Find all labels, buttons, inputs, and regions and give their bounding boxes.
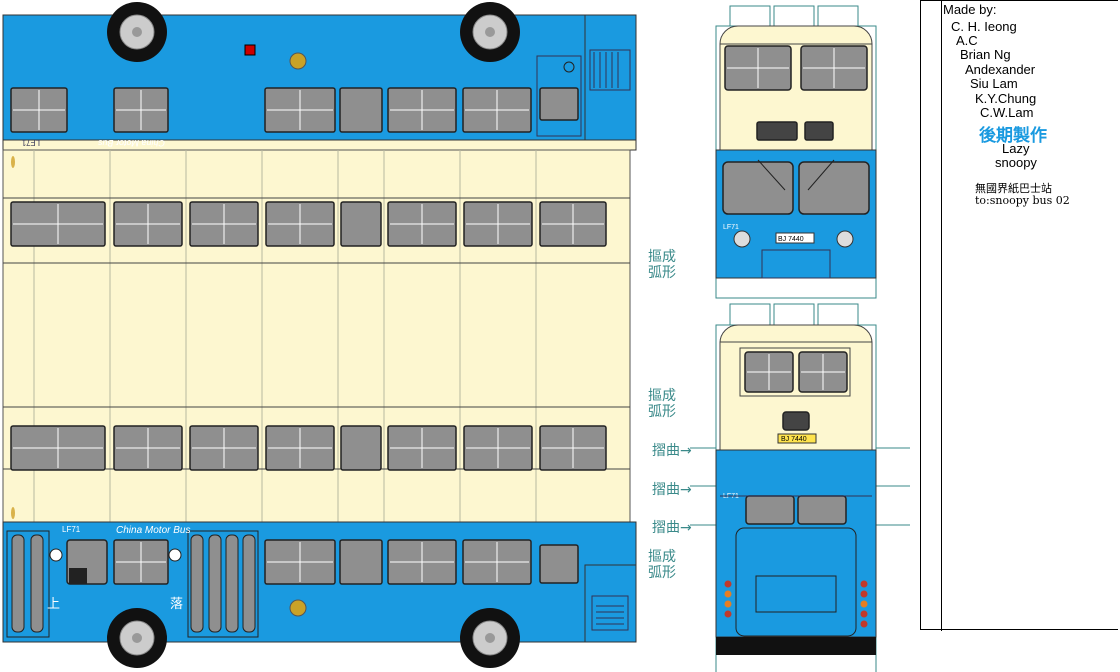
credit-name: C. H. Ieong — [951, 19, 1017, 34]
roof-panel — [2, 149, 631, 523]
credit-name: A.C — [956, 33, 978, 48]
bend-instruction-3: 摳成 弧形 — [648, 549, 676, 581]
company-name-upper: China Motor Bus — [97, 138, 165, 148]
upper-side-panel: LF71 China Motor Bus — [2, 2, 637, 151]
fold-instruction-3: 摺曲→ — [652, 520, 692, 536]
wheel-icon — [107, 2, 520, 62]
credit-later-name: snoopy — [995, 155, 1037, 170]
fleet-number-upper: LF71 — [21, 138, 40, 147]
bus-side-net: LF71 China Motor Bus — [2, 2, 637, 668]
door-label-down: 落 — [170, 597, 183, 612]
credit-name: Brian Ng — [960, 47, 1011, 62]
credits-header: Made by: — [943, 2, 997, 17]
bend-instruction-1: 摳成 弧形 — [648, 249, 676, 281]
bus-rear-view: BJ 7440 LF71 — [690, 303, 910, 672]
wheel-icon — [107, 608, 520, 668]
site-link: to:snoopy bus 02 — [975, 194, 1070, 207]
site-name: 無國界紙巴士站 — [975, 182, 1052, 195]
credit-name: C.W.Lam — [980, 105, 1034, 120]
rear-plate: BJ 7440 — [781, 436, 807, 443]
bus-front-view: BJ 7440 LF71 — [715, 5, 877, 299]
front-plate: BJ 7440 — [778, 236, 804, 243]
front-fleet-number: LF71 — [723, 224, 739, 231]
credit-name: K.Y.Chung — [975, 91, 1037, 106]
credit-later-name: Lazy — [1002, 141, 1030, 156]
door-label-up: 上 — [47, 597, 60, 612]
credits-panel: Made by: C. H. Ieong A.C Brian Ng Andexa… — [920, 0, 1118, 631]
fold-instruction-1: 摺曲→ — [652, 443, 692, 459]
lower-side-panel: LF71 China Motor Bus 上 落 — [2, 521, 637, 668]
credit-name: Siu Lam — [970, 76, 1018, 91]
credits-divider — [941, 1, 942, 631]
bend-instruction-2: 摳成 弧形 — [648, 388, 676, 420]
fold-instruction-2: 摺曲→ — [652, 482, 692, 498]
fleet-number-lower: LF71 — [62, 525, 81, 534]
later-production-title: 後期製作 — [979, 126, 1047, 146]
company-name-lower: China Motor Bus — [116, 525, 190, 536]
credit-name: Andexander — [965, 62, 1036, 77]
